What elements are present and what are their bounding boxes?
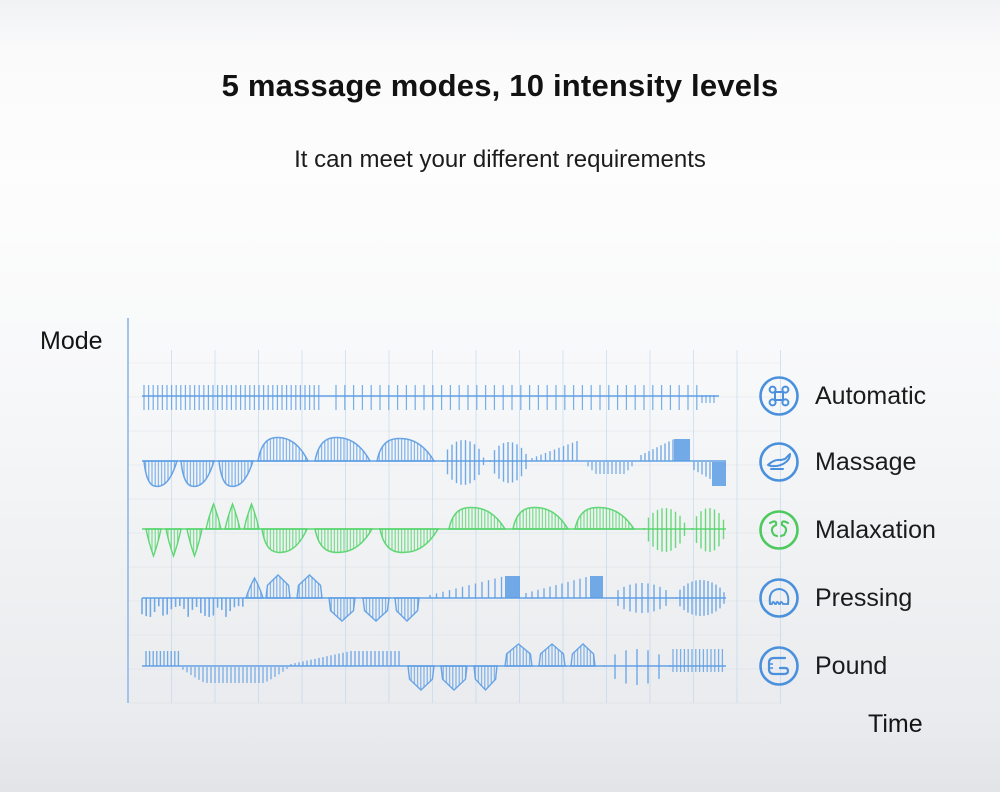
knead-arrows-icon bbox=[759, 510, 799, 550]
command-icon bbox=[759, 376, 799, 416]
legend-label: Automatic bbox=[815, 381, 927, 410]
legend-item-automatic: Automatic bbox=[757, 374, 926, 418]
page-subtitle: It can meet your different requirements bbox=[294, 146, 706, 173]
hand-stroke-icon bbox=[759, 442, 799, 482]
x-axis-label-time: Time bbox=[868, 710, 923, 738]
legend-item-malaxation: Malaxation bbox=[757, 508, 936, 552]
page-title: 5 massage modes, 10 intensity levels bbox=[221, 68, 779, 103]
legend-label: Massage bbox=[815, 447, 917, 476]
legend-label: Pressing bbox=[815, 583, 913, 612]
y-axis-label-mode: Mode bbox=[40, 327, 103, 355]
chart-series bbox=[141, 385, 726, 692]
press-hand-icon bbox=[759, 578, 799, 618]
fist-icon bbox=[759, 646, 799, 686]
chart-axes bbox=[127, 318, 850, 704]
legend-label: Pound bbox=[815, 651, 888, 680]
legend-label: Malaxation bbox=[815, 515, 936, 544]
legend-item-massage: Massage bbox=[757, 440, 916, 484]
legend-item-pressing: Pressing bbox=[757, 576, 912, 620]
legend-item-pound: Pound bbox=[757, 644, 887, 688]
